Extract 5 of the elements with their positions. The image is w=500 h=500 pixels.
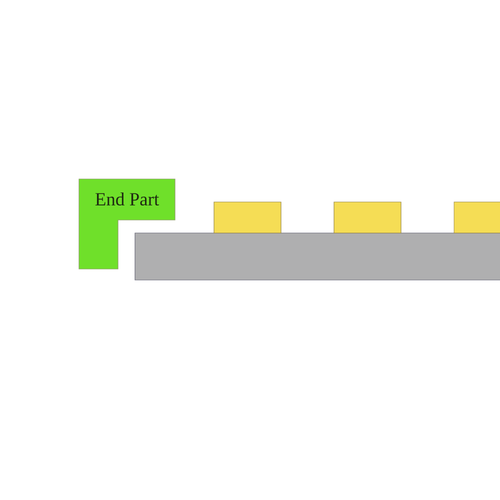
block bbox=[454, 202, 500, 234]
block bbox=[334, 202, 402, 234]
base-bar bbox=[134, 232, 500, 280]
l-shaped-part: End Part bbox=[78, 178, 176, 270]
block bbox=[214, 202, 282, 234]
